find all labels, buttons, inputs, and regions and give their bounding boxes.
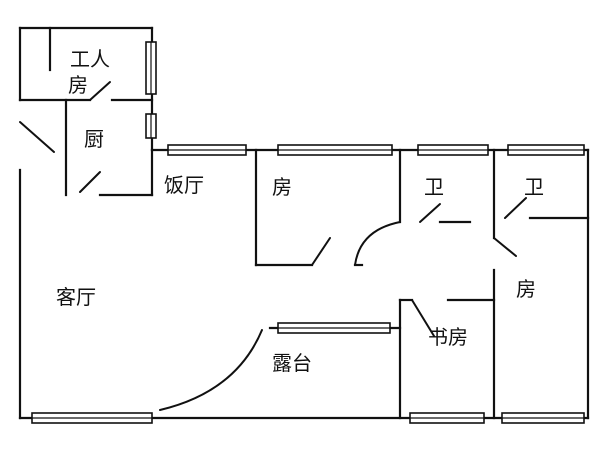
door-bath1	[419, 203, 441, 223]
label-bedroom-2: 房	[516, 277, 536, 301]
window-study	[409, 412, 485, 424]
label-bathroom-2: 卫	[524, 175, 544, 199]
door-bedroom1	[311, 237, 331, 266]
window-bedroom1	[277, 144, 393, 156]
label-worker-room-line1: 工人	[70, 47, 110, 71]
label-kitchen: 厨	[84, 127, 104, 151]
window-bedroom2	[501, 412, 585, 424]
windows	[31, 41, 585, 424]
door-bedroom2	[493, 237, 517, 257]
door-worker-room	[89, 81, 111, 101]
door-bedroom1-arc	[354, 221, 401, 266]
label-study: 书房	[428, 325, 468, 349]
label-dining: 饭厅	[164, 173, 204, 197]
label-bathroom-1: 卫	[424, 175, 444, 199]
door-entrance	[19, 121, 55, 153]
label-balcony: 露台	[272, 351, 312, 375]
door-balcony-arc	[159, 329, 263, 411]
room-labels: 工人 房 厨 饭厅 房 卫 卫 房 客厅 露台 书房	[56, 47, 544, 375]
window-balcony	[277, 322, 391, 334]
label-bedroom-1: 房	[272, 175, 292, 199]
doors	[19, 81, 527, 411]
window-worker-room	[145, 41, 157, 95]
door-bath2	[504, 197, 527, 219]
window-bath1	[417, 144, 489, 156]
window-dining	[167, 144, 247, 156]
window-bath2	[507, 144, 585, 156]
label-living-room: 客厅	[56, 285, 96, 309]
door-kitchen	[79, 171, 101, 193]
door-study	[411, 299, 435, 337]
window-living-room	[31, 412, 153, 424]
label-worker-room-line2: 房	[68, 73, 88, 97]
window-kitchen	[145, 113, 157, 139]
